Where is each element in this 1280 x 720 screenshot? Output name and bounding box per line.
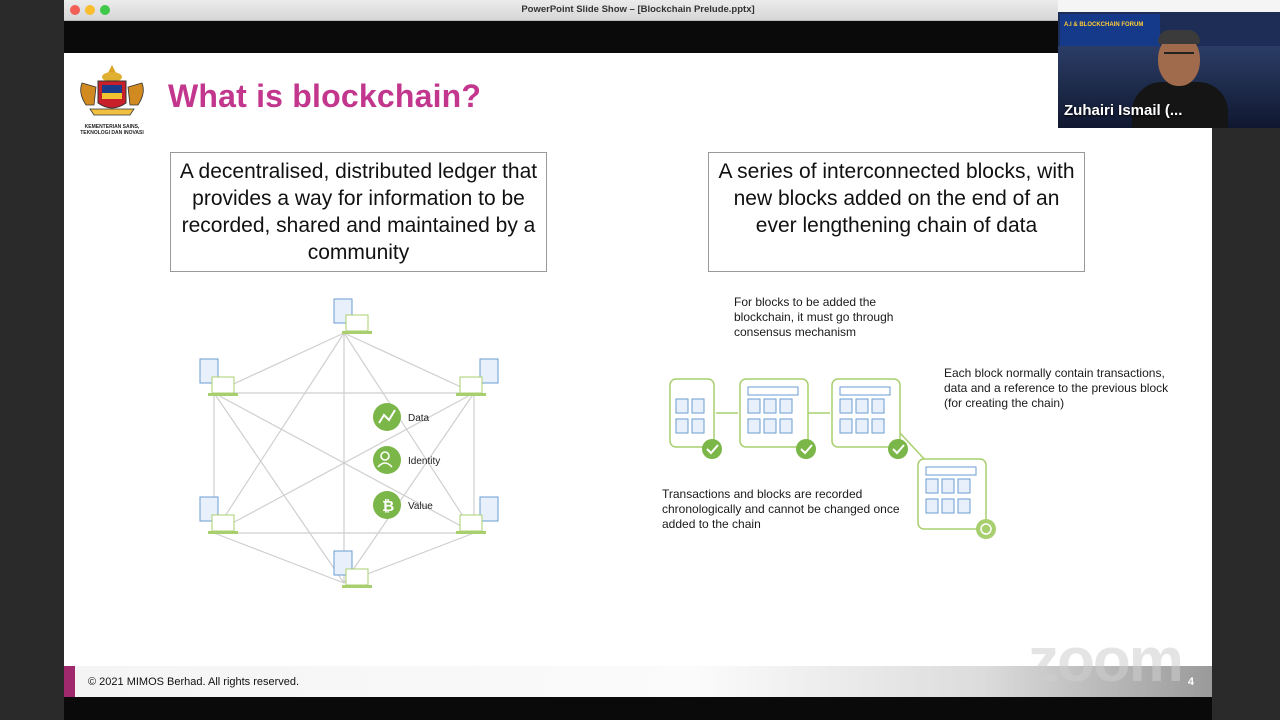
forum-banner xyxy=(1060,14,1160,46)
chain-block-2 xyxy=(739,378,816,459)
slide-title: What is blockchain? xyxy=(168,78,482,114)
zoom-watermark: zoom xyxy=(1028,626,1184,695)
note-consensus: For blocks to be added the blockchain, i… xyxy=(734,295,894,339)
letterbox-top xyxy=(64,21,1212,53)
value-bitcoin-icon: ₿ xyxy=(373,491,401,519)
block-chain-diagram xyxy=(669,378,996,539)
chain-block-1 xyxy=(669,378,722,459)
network-node-lower-left xyxy=(199,496,238,534)
network-label-value: Value xyxy=(408,501,433,512)
svg-text:₿: ₿ xyxy=(382,498,394,515)
logo-caption: KEMENTERIAN SAINS, TEKNOLOGI DAN INOVASI xyxy=(80,124,144,136)
note-block-contents: Each block normally contain transactions… xyxy=(944,366,1169,410)
chain-links xyxy=(716,412,929,464)
network-node-upper-right xyxy=(456,358,499,396)
participant-name-label: Zuhairi Ismail (... xyxy=(1064,102,1183,119)
network-node-lower-right xyxy=(456,496,499,534)
window-title: PowerPoint Slide Show – [Blockchain Prel… xyxy=(521,4,755,15)
distributed-network-diagram: Data Identity ₿ Value xyxy=(199,298,499,588)
identity-person-icon xyxy=(373,446,401,474)
webcam-top-strip xyxy=(1058,0,1280,12)
close-window-button[interactable] xyxy=(70,5,80,15)
footer-accent-bar xyxy=(64,666,75,697)
forum-banner-text: A.I & BLOCKCHAIN FORUM xyxy=(1064,22,1144,28)
participant-video-tile[interactable]: A.I & BLOCKCHAIN FORUM Zuhairi Ismail (.… xyxy=(1058,0,1280,128)
network-label-data: Data xyxy=(408,413,430,424)
coat-of-arms-icon xyxy=(80,65,144,116)
participant-glasses xyxy=(1164,52,1194,60)
ministry-logo: KEMENTERIAN SAINS, TEKNOLOGI DAN INOVASI xyxy=(72,61,152,136)
network-label-identity: Identity xyxy=(408,456,440,467)
data-chart-icon xyxy=(373,403,401,431)
network-links xyxy=(213,332,475,584)
letterbox-bottom xyxy=(64,697,1212,720)
chain-block-new xyxy=(917,458,996,539)
network-node-upper-left xyxy=(199,358,238,396)
participant-hair xyxy=(1158,30,1200,44)
minimize-window-button[interactable] xyxy=(85,5,95,15)
slide: KEMENTERIAN SAINS, TEKNOLOGI DAN INOVASI… xyxy=(64,53,1212,666)
definition-box-chain: A series of interconnected blocks, with … xyxy=(708,152,1085,272)
chain-block-3 xyxy=(831,378,908,459)
definition-box-ledger: A decentralised, distributed ledger that… xyxy=(170,152,547,272)
slide-page-number: 4 xyxy=(1187,676,1194,688)
network-node-bottom xyxy=(333,550,372,588)
copyright-text: © 2021 MIMOS Berhad. All rights reserved… xyxy=(88,676,300,688)
note-chronological: Transactions and blocks are recorded chr… xyxy=(662,487,900,531)
slide-footer: © 2021 MIMOS Berhad. All rights reserved… xyxy=(64,666,1212,697)
network-node-top xyxy=(333,298,372,334)
window-titlebar: PowerPoint Slide Show – [Blockchain Prel… xyxy=(64,0,1212,21)
participant-body xyxy=(1132,82,1228,128)
fullscreen-window-button[interactable] xyxy=(100,5,110,15)
